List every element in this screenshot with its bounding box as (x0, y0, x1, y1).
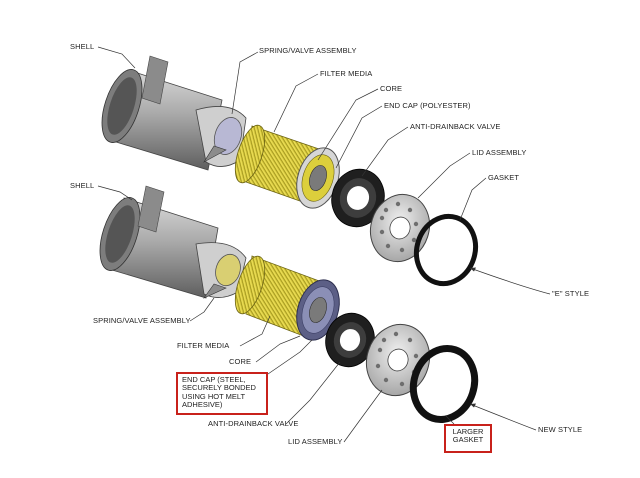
callout-end-cap-line-2: SECURELY BONDED (182, 383, 256, 393)
callout-larger-gasket-line-2: GASKET (452, 435, 484, 445)
label-shell-bottom: SHELL (70, 181, 95, 190)
top-shell (101, 55, 247, 171)
leader-arrowheads (470, 267, 476, 408)
label-core-bottom: CORE (229, 357, 252, 366)
label-end-cap-top: END CAP (POLYESTER) (384, 101, 471, 110)
label-new-style: NEW STYLE (538, 425, 583, 434)
bottom-gasket (409, 345, 479, 423)
label-lid-assembly-top: LID ASSEMBLY (472, 148, 527, 157)
callout-end-cap-line-3: USING HOT MELT (182, 391, 246, 401)
label-anti-drainback-top: ANTI-DRAINBACK VALVE (410, 122, 501, 131)
label-filter-media-top: FILTER MEDIA (320, 69, 373, 78)
top-filter-media (234, 124, 340, 209)
top-gasket (413, 213, 479, 287)
label-spring-valve-top: SPRING/VALVE ASSEMBLY (259, 46, 357, 55)
label-shell-top: SHELL (70, 42, 95, 51)
callout-end-cap-line-4: ADHESIVE) (182, 400, 223, 410)
callout-end-cap-steel: END CAP (STEEL, SECURELY BONDED USING HO… (176, 372, 268, 415)
label-core-top: CORE (380, 84, 403, 93)
bottom-anti-drainback-valve (325, 312, 375, 368)
label-e-style: "E" STYLE (552, 289, 590, 298)
top-lid-assembly (369, 193, 431, 263)
callout-end-cap-line-1: END CAP (STEEL, (182, 375, 246, 384)
leader-lines (97, 46, 551, 443)
label-anti-drainback-bottom: ANTI-DRAINBACK VALVE (208, 419, 299, 428)
label-gasket-top: GASKET (488, 173, 520, 182)
callout-larger-gasket: LARGER GASKET (444, 424, 492, 453)
label-filter-media-bottom: FILTER MEDIA (177, 341, 230, 350)
label-spring-valve-bottom: SPRING/VALVE ASSEMBLY (93, 316, 191, 325)
bottom-shell (99, 185, 247, 299)
top-anti-drainback-valve (331, 168, 385, 228)
label-lid-assembly-bottom: LID ASSEMBLY (288, 437, 343, 446)
callout-larger-gasket-line-1: LARGER (452, 427, 484, 436)
bottom-filter-media (234, 255, 340, 341)
